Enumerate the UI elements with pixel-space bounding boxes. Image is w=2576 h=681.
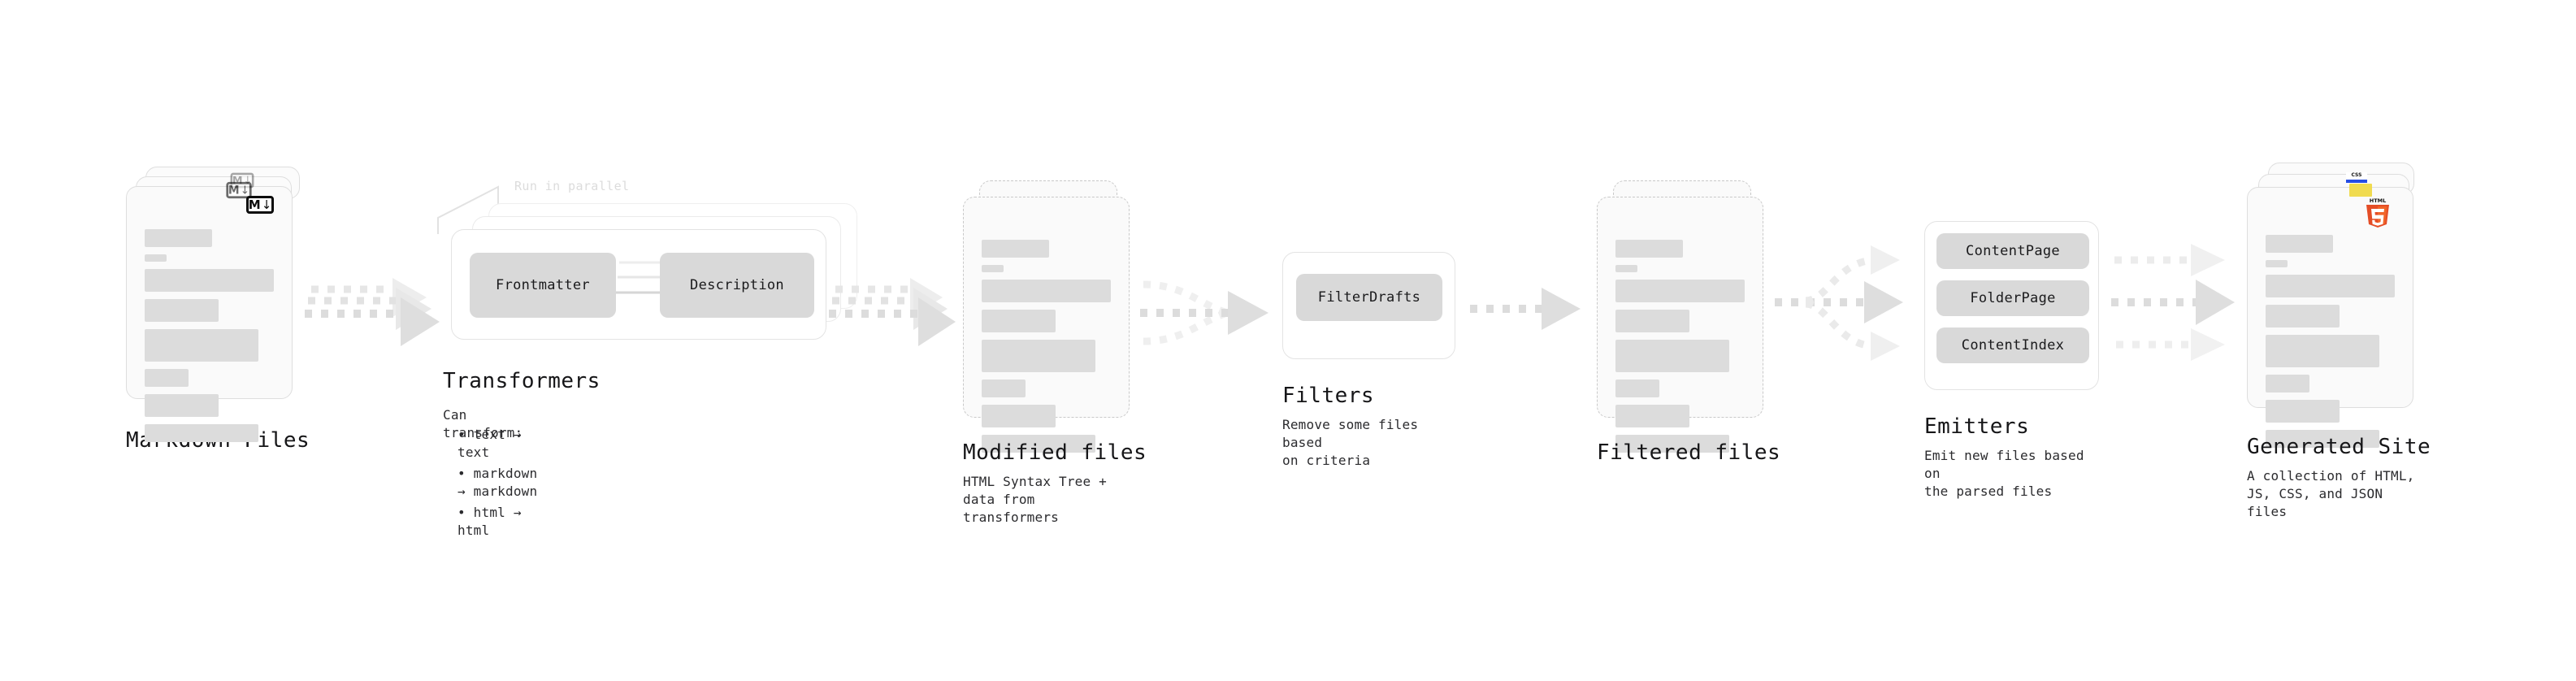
stage-subtitle-generated-site: A collection of HTML, JS, CSS, and JSON … [2247,468,2415,519]
stage-title-filtered-files: Filtered files [1597,440,1781,465]
skeleton-bar [145,394,219,417]
markdown-icon-arrow: ↓ [261,197,272,212]
filters-group: FilterDrafts [1282,252,1455,359]
skeleton-bar [2266,335,2379,367]
connector-emitters-to-site [2111,244,2235,361]
emitter-node-contentindex[interactable]: ContentIndex [1936,327,2089,363]
doc-skeleton-lines [982,240,1111,460]
skeleton-bar [1615,380,1660,397]
skeleton-bar [1615,265,1638,272]
bullet-text: html → html [458,505,522,538]
doc-sheet-front [126,186,293,442]
skeleton-bar [145,299,219,322]
transformer-group-front: Frontmatter Description [451,229,826,340]
skeleton-bar [1615,240,1683,258]
skeleton-bar [1615,280,1745,302]
skeleton-bar [982,405,1056,427]
skeleton-bar [982,280,1111,302]
skeleton-bar [982,380,1026,397]
stage-subtitle-filters: Remove some files based on criteria [1282,417,1419,468]
skeleton-bar [145,329,258,362]
stage-title-modified-files: Modified files [963,440,1147,465]
skeleton-bar [2266,260,2288,267]
skeleton-bar [2266,275,2395,297]
modified-file-stack [963,180,1138,453]
doc-skeleton-lines [2266,235,2395,455]
stage-emitters: ContentPage FolderPage ContentIndex Emit… [1924,221,2099,499]
stage-generated-site: CSS HTML Generated Site A collection of … [2247,163,2431,519]
stage-title-generated-site: Generated Site [2247,435,2431,459]
list-item: • markdown → markdown [458,466,538,499]
skeleton-bar [145,369,189,387]
css-icon: CSS [2346,172,2367,183]
stage-title-emitters: Emitters [1924,414,2030,439]
skeleton-bar [2266,430,2379,448]
html5-icon: HTML [2364,197,2392,229]
skeleton-bar [1615,405,1689,427]
stage-modified-files: Modified files HTML Syntax Tree + data f… [963,180,1147,525]
markdown-icon-mid: M ↓ [226,181,252,199]
emitter-node-contentpage[interactable]: ContentPage [1936,233,2089,269]
skeleton-bar [982,310,1056,332]
list-item: • html → html [458,505,522,538]
stage-filters: FilterDrafts Filters Remove some files b… [1282,252,1455,468]
doc-sheet-front [963,197,1130,453]
transformer-node-frontmatter[interactable]: Frontmatter [470,253,616,318]
connector-filters-to-filtered [1470,288,1581,330]
markdown-icon-arrow: ↓ [240,183,250,197]
skeleton-bar [145,269,274,292]
skeleton-bar [2266,305,2340,327]
filtered-file-stack [1597,180,1772,453]
stage-markdown-files: M ↓ M ↓ M ↓ Markdown Files [126,167,310,453]
doc-sheet-front [1597,197,1763,453]
doc-sheet-front [2247,187,2413,448]
connector-md-to-transformers [305,278,440,346]
skeleton-bar [1615,435,1729,453]
skeleton-bar [145,424,258,442]
stage-title-transformers: Transformers [443,369,601,393]
skeleton-bar [1615,310,1689,332]
skeleton-bar [982,240,1049,258]
transformer-node-description[interactable]: Description [660,253,814,318]
skeleton-bar [2266,400,2340,423]
doc-skeleton-lines [1615,240,1745,460]
doc-skeleton-lines [145,229,274,449]
emitter-node-folderpage[interactable]: FolderPage [1936,280,2089,316]
skeleton-bar [1615,340,1729,372]
skeleton-bar [145,229,212,247]
css-icon-label: CSS [2351,172,2362,178]
connector-modified-to-filters [1140,280,1268,345]
skeleton-bar [2266,375,2310,393]
stage-subtitle-modified-files: HTML Syntax Tree + data from transformer… [963,474,1107,525]
filter-node-filterdrafts[interactable]: FilterDrafts [1296,274,1442,321]
markdown-icon: M ↓ [246,196,274,214]
markdown-icon-arrow: ↓ [243,173,253,187]
skeleton-bar [145,254,167,262]
stage-subtitle-transformers: Can transform: [443,407,523,440]
emitters-group: ContentPage FolderPage ContentIndex [1924,221,2099,390]
stage-subtitle-emitters: Emit new files based on the parsed files [1924,448,2084,499]
js-icon [2349,184,2372,197]
skeleton-bar [2266,235,2333,253]
connector-filtered-to-emitters [1775,245,1903,361]
markdown-file-stack: M ↓ M ↓ M ↓ [126,167,305,442]
stage-title-filters: Filters [1282,384,1375,408]
markdown-icon-letter: M [248,197,261,212]
bullet-text: text → text [458,427,522,460]
generated-site-stack: CSS HTML [2247,163,2426,448]
bullet-text: markdown → markdown [458,466,538,499]
stage-filtered-files: Filtered files [1597,180,1780,465]
skeleton-bar [982,435,1095,453]
skeleton-bar [982,265,1004,272]
transformers-bullet-list: • text → text • markdown → markdown • ht… [458,426,537,543]
run-in-parallel-label: Run in parallel [514,179,630,193]
svg-text:HTML: HTML [2370,197,2386,204]
skeleton-bar [982,340,1095,372]
markdown-icon-letter: M [228,183,240,197]
list-item: • text → text [458,427,522,460]
